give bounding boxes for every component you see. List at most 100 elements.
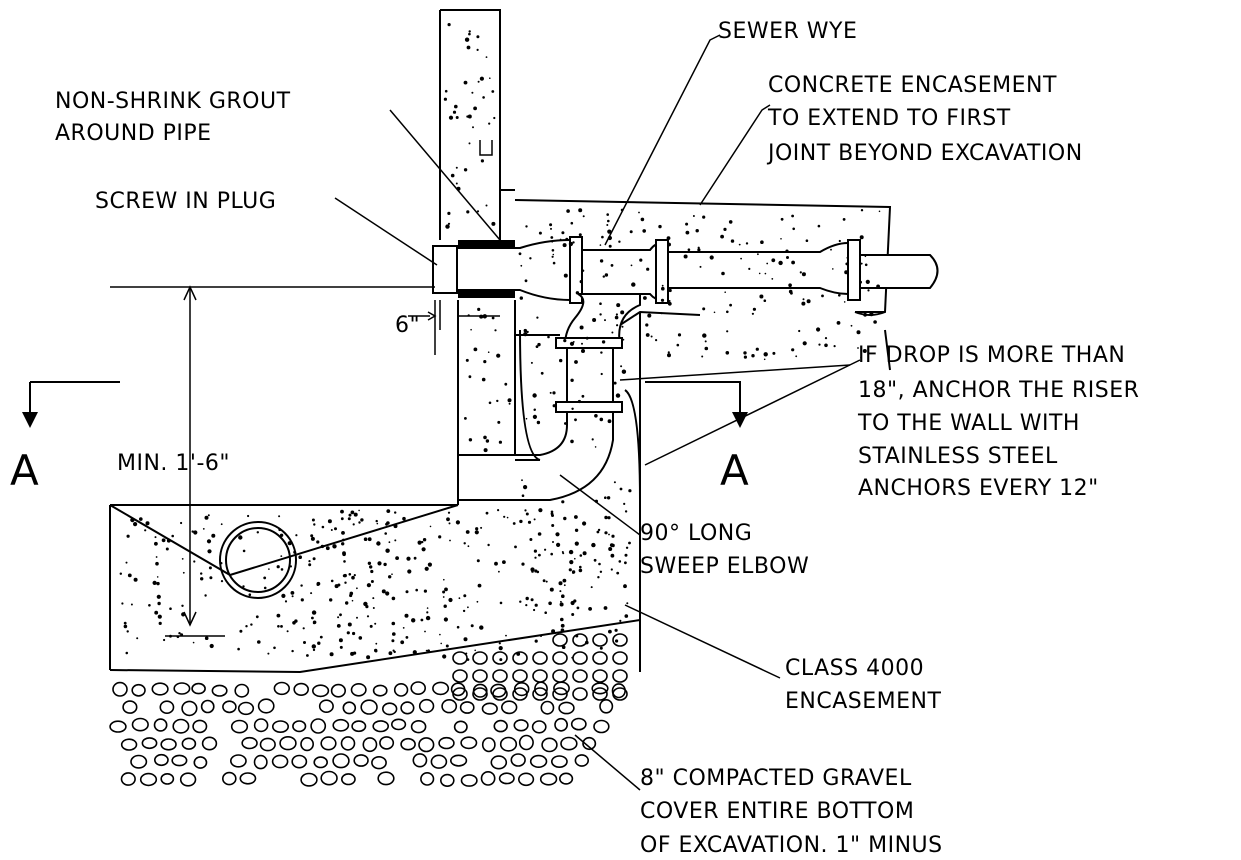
concrete-dot xyxy=(462,609,466,613)
concrete-dot xyxy=(463,542,466,545)
concrete-dot xyxy=(579,554,583,557)
label-if-drop-4: STAINLESS STEEL xyxy=(858,444,1058,469)
concrete-dot xyxy=(574,515,578,519)
concrete-dot xyxy=(521,562,525,566)
concrete-stipple xyxy=(119,23,881,662)
concrete-dot xyxy=(310,592,313,595)
concrete-dot xyxy=(594,414,598,418)
gravel-stone xyxy=(558,772,574,785)
concrete-dot xyxy=(540,371,544,375)
gravel-stone xyxy=(592,633,608,647)
concrete-dot xyxy=(856,330,861,335)
concrete-dot xyxy=(367,537,372,542)
concrete-dot xyxy=(578,233,582,237)
concrete-dot xyxy=(518,252,522,256)
gravel-stone xyxy=(371,755,387,770)
concrete-dot xyxy=(620,365,623,368)
label-six-inch: 6" xyxy=(395,313,420,338)
concrete-dot xyxy=(525,417,528,420)
concrete-dot xyxy=(704,346,709,351)
concrete-dot xyxy=(483,360,487,364)
concrete-dot xyxy=(631,282,636,287)
concrete-dot xyxy=(166,538,171,543)
concrete-dot xyxy=(604,273,609,277)
concrete-dot xyxy=(620,310,625,315)
concrete-dot xyxy=(532,393,537,398)
concrete-dot xyxy=(330,529,333,531)
concrete-dot xyxy=(597,576,600,579)
concrete-dot xyxy=(646,267,650,271)
gravel-stone xyxy=(313,756,329,769)
concrete-dot xyxy=(619,487,623,491)
concrete-dot xyxy=(601,235,604,239)
concrete-dot xyxy=(471,91,474,94)
concrete-dot xyxy=(591,438,594,441)
concrete-dot xyxy=(281,593,286,599)
concrete-dot xyxy=(559,238,562,241)
concrete-dot xyxy=(759,294,764,299)
gravel-stone xyxy=(271,720,289,733)
concrete-dot xyxy=(621,369,627,374)
concrete-dot xyxy=(699,265,702,268)
concrete-dot xyxy=(476,48,479,52)
concrete-dot xyxy=(551,240,554,243)
concrete-dot xyxy=(339,613,342,617)
concrete-dot xyxy=(538,553,541,557)
concrete-dot xyxy=(677,333,682,337)
concrete-dot xyxy=(303,641,306,644)
concrete-dot xyxy=(571,407,574,410)
concrete-dot xyxy=(533,549,538,553)
label-min-height: MIN. 1'-6" xyxy=(117,451,230,476)
concrete-dot xyxy=(420,618,424,622)
concrete-dot xyxy=(237,647,240,651)
gravel-stone xyxy=(222,700,237,714)
concrete-dot xyxy=(608,547,613,551)
gravel-stone xyxy=(612,669,628,683)
gravel-stone xyxy=(259,737,276,752)
gravel-stone xyxy=(472,651,488,665)
concrete-dot xyxy=(238,535,243,540)
concrete-dot xyxy=(788,289,793,294)
concrete-dot xyxy=(220,562,223,565)
concrete-dot xyxy=(792,227,795,231)
concrete-dot xyxy=(347,622,352,627)
gravel-stone xyxy=(362,737,378,753)
concrete-dot xyxy=(830,248,832,251)
concrete-dot xyxy=(370,569,374,574)
concrete-dot xyxy=(574,528,579,532)
concrete-dot xyxy=(805,239,809,242)
concrete-dot xyxy=(624,614,629,618)
concrete-dot xyxy=(171,534,174,538)
concrete-dot xyxy=(391,639,395,643)
concrete-dot xyxy=(474,649,477,652)
concrete-dot xyxy=(448,115,454,120)
gravel-stone xyxy=(572,633,588,647)
concrete-dot xyxy=(211,533,216,538)
concrete-dot xyxy=(616,571,620,575)
concrete-dot xyxy=(697,248,701,252)
concrete-dot xyxy=(306,654,309,657)
concrete-dot xyxy=(263,576,267,580)
concrete-dot xyxy=(801,272,806,277)
concrete-dot xyxy=(593,558,597,562)
concrete-dot xyxy=(556,542,561,548)
concrete-dot xyxy=(608,533,610,536)
gravel-stone xyxy=(360,699,378,715)
concrete-dot xyxy=(367,561,372,565)
gravel-stone xyxy=(439,773,455,788)
concrete-dot xyxy=(701,355,704,358)
concrete-dot xyxy=(550,510,554,514)
concrete-dot xyxy=(499,601,503,605)
concrete-dot xyxy=(551,249,555,252)
label-if-drop-1: IF DROP IS MORE THAN xyxy=(858,343,1125,368)
concrete-dot xyxy=(613,481,616,484)
gravel-stone xyxy=(492,669,508,683)
concrete-dot xyxy=(370,580,374,583)
concrete-dot xyxy=(544,611,547,614)
concrete-dot xyxy=(551,629,556,634)
gravel-stone xyxy=(310,718,327,734)
concrete-dot xyxy=(242,549,246,553)
gravel-stone xyxy=(193,756,208,769)
concrete-dot xyxy=(413,556,417,560)
concrete-dot xyxy=(483,448,488,453)
